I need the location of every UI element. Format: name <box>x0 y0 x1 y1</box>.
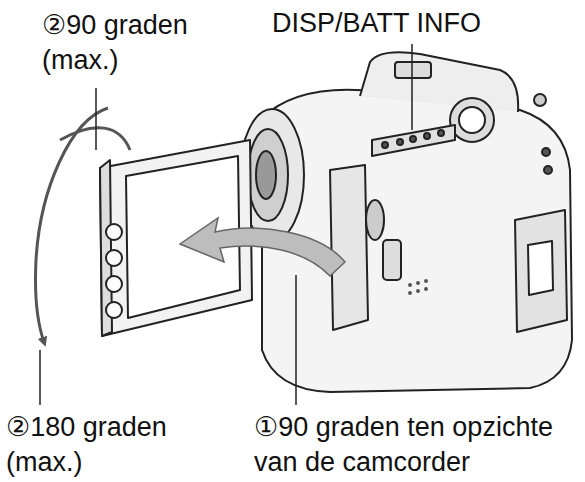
leader-line <box>95 88 97 150</box>
angle-label: ②90 graden (max.) <box>42 8 212 78</box>
leader-line <box>411 44 413 130</box>
leader-line <box>295 275 297 405</box>
opening-arrow <box>180 218 345 276</box>
button-label: DISP/BATT INFO <box>272 6 572 41</box>
angle-label: ①90 graden ten opzichte van de camcorder <box>254 410 580 480</box>
leader-line <box>39 350 41 405</box>
angle-label: ②180 graden (max.) <box>6 410 176 480</box>
